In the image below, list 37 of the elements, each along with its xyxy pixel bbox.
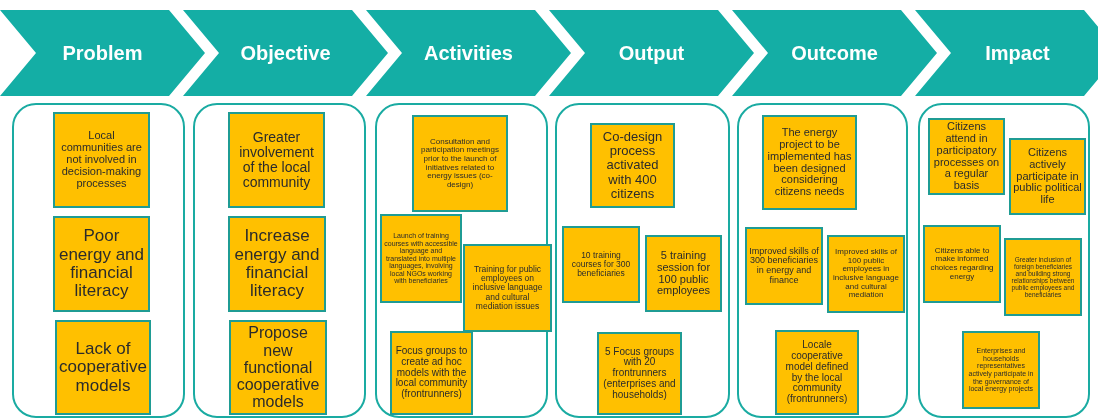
text-box: Greater involvement of the local community: [228, 112, 325, 208]
text-box: Training for public employees on inclusive language and cultural mediation issues: [463, 244, 552, 332]
column-panel: [555, 103, 730, 418]
chevron-step: [732, 10, 937, 96]
step-title: Activities: [423, 40, 514, 66]
step-title: Impact: [984, 40, 1051, 66]
text-box: Citizens able to make informed choices regarding energy: [923, 225, 1001, 303]
text-box: 5 Focus groups with 20 frontrunners (enterprises and households): [597, 332, 682, 415]
text-box: Lack of cooperative models: [55, 320, 151, 415]
text-box: Locale cooperative model defined by the local community (frontrunners): [775, 330, 859, 415]
text-box: Co-design process activated with 400 citizens: [590, 123, 675, 208]
text-box: Consultation and participation meetings prior to the launch of initiatives related to energy issues (co-design): [412, 115, 508, 212]
text-box: Poor energy and financial literacy: [53, 216, 150, 312]
step-title: Problem: [61, 40, 144, 66]
column-panel: [918, 103, 1090, 418]
chevron-step: [183, 10, 388, 96]
text-box: Citizens attend in participatory processes on a regular basis: [928, 118, 1005, 195]
text-box: Improved skills of 300 beneficiaries in energy and finance: [745, 227, 823, 305]
text-box: Increase energy and financial literacy: [228, 216, 326, 312]
step-title: Outcome: [790, 40, 879, 66]
text-box: Propose new functional cooperative models: [229, 320, 327, 415]
text-box: 5 training session for 100 public employees: [645, 235, 722, 312]
text-box: The energy project to be implemented has been designed considering citizens needs: [762, 115, 857, 210]
text-box: Improved skills of 100 public employees in inclusive language and cultural mediation: [827, 235, 905, 313]
step-title: Output: [617, 40, 686, 66]
step-title: Objective: [239, 40, 332, 66]
text-box: 10 training courses for 300 beneficiaries: [562, 226, 640, 303]
column-panel: [737, 103, 908, 418]
chevron-step: [915, 10, 1098, 96]
chevron-step: [366, 10, 571, 96]
text-box: Local communities are not involved in decision-making processes: [53, 112, 150, 208]
column-panel: [12, 103, 185, 418]
chevron-step: [0, 10, 205, 96]
text-box: Focus groups to create ad hoc models with the local community (frontrunners): [390, 331, 473, 415]
chevron-step: [549, 10, 754, 96]
column-panel: [193, 103, 366, 418]
text-box: Citizens actively participate in public political life: [1009, 138, 1086, 215]
